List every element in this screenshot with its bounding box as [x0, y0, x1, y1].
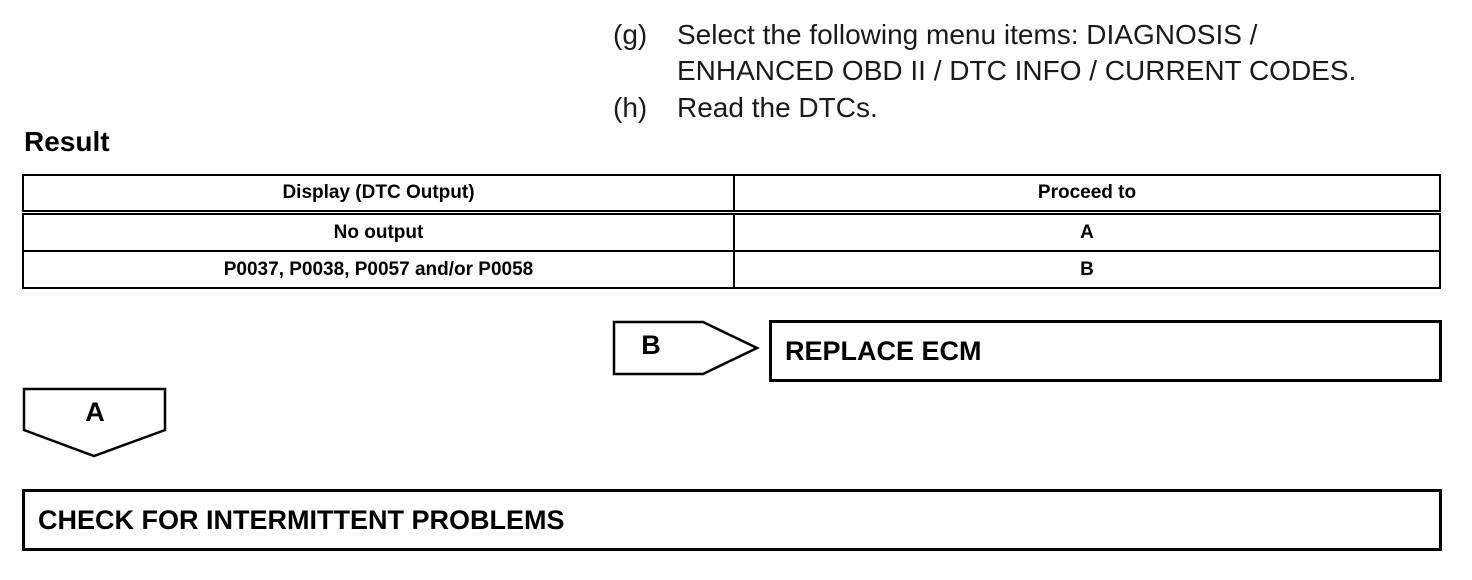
table-cell-proceed: B — [733, 250, 1441, 289]
branch-b-label: B — [641, 330, 661, 360]
step-text: Read the DTCs. — [677, 90, 1467, 126]
result-heading: Result — [24, 126, 110, 157]
action-text: REPLACE ECM — [785, 335, 982, 366]
table-header-row: Display (DTC Output) Proceed to — [22, 174, 1441, 215]
check-intermittent-problems-box: CHECK FOR INTERMITTENT PROBLEMS — [22, 489, 1442, 551]
step-text-line: ENHANCED OBD II / DTC INFO / CURRENT COD… — [677, 55, 1357, 86]
column-header-proceed: Proceed to — [733, 174, 1441, 215]
step-text-line: Read the DTCs. — [677, 92, 878, 123]
table-row: No output A — [22, 211, 1441, 252]
step-text: Select the following menu items: DIAGNOS… — [677, 17, 1467, 89]
branch-a-label: A — [85, 397, 105, 427]
step-letter: (h) — [613, 92, 648, 123]
table-cell-proceed: A — [733, 211, 1441, 252]
table-cell-display: P0037, P0038, P0057 and/or P0058 — [22, 250, 735, 289]
action-text: CHECK FOR INTERMITTENT PROBLEMS — [38, 504, 565, 535]
result-table: Display (DTC Output) Proceed to No outpu… — [22, 174, 1441, 289]
table-row: P0037, P0038, P0057 and/or P0058 B — [22, 250, 1441, 289]
column-header-display: Display (DTC Output) — [22, 174, 735, 215]
step-text-line: Select the following menu items: DIAGNOS… — [677, 19, 1258, 50]
step-letter: (g) — [613, 19, 648, 50]
table-cell-display: No output — [22, 211, 735, 252]
replace-ecm-box: REPLACE ECM — [769, 320, 1442, 382]
